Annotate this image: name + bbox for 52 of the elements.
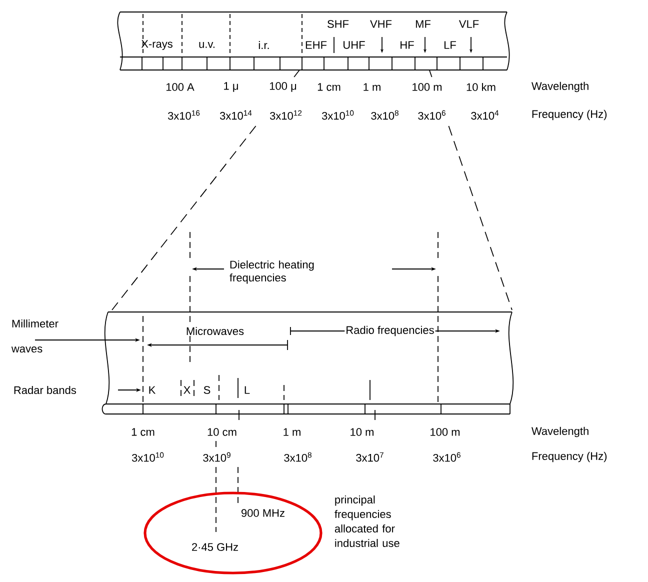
radar-band-label: X (184, 386, 190, 394)
band-name: VHF (370, 20, 392, 28)
frequency-value: 3x10$^{10}$ (132, 452, 164, 462)
band-name: HF (400, 41, 414, 49)
wavelength-value: 10 km (466, 82, 496, 92)
band-name: X-rays (141, 40, 172, 50)
range-label: Radar bands (14, 386, 76, 394)
wavelength-value: 10 m (350, 428, 374, 436)
band-name: SHF (328, 20, 349, 28)
radar-band-label: S (204, 386, 210, 394)
wavelength-value: 1 m (284, 428, 300, 436)
frequency-value: 3x10$^{8}$ (284, 452, 312, 462)
band-name: i.r. (258, 41, 269, 49)
axis-title: Wavelength (532, 426, 588, 438)
wavelength-value: 100 m (412, 83, 442, 91)
range-label: Radio frequencies (344, 324, 436, 338)
band-name: EHF (306, 41, 327, 49)
wavelength-value: 100 A (166, 83, 194, 91)
range-label: Microwaves (184, 326, 246, 336)
radar-band-label: L (244, 386, 250, 394)
frequency-value: 3x10$^{6}$ (418, 110, 446, 120)
frequency-value: 3x10$^{12}$ (270, 110, 302, 120)
range-label: Dielectric heating frequencies (230, 260, 314, 284)
wavelength-value: 100 m (430, 428, 460, 436)
wavelength-value: 10 cm (208, 428, 236, 436)
frequency-value: 3x10$^{10}$ (322, 110, 354, 120)
wavelength-value: 1 μ (224, 82, 238, 92)
axis-title: Frequency (Hz) (532, 452, 607, 462)
axis-title: Frequency (Hz) (532, 110, 607, 120)
band-name: UHF (344, 41, 365, 49)
wavelength-value: 1 cm (318, 83, 340, 91)
frequency-value: 3x10$^{9}$ (203, 452, 230, 462)
wavelength-value: 1 cm (132, 428, 154, 436)
frequency-value: 3x10$^{4}$ (471, 110, 499, 120)
band-name: u.v. (199, 42, 214, 48)
band-name: LF (444, 41, 456, 49)
highlight-ellipse (144, 492, 322, 574)
axis-title: Wavelength (532, 82, 588, 92)
frequency-value: 3x10$^{7}$ (356, 452, 384, 462)
radar-band-label: K (149, 386, 156, 394)
note-text: principal frequencies allocated for industrial use (334, 495, 400, 548)
frequency-value: 3x10$^{8}$ (371, 110, 398, 120)
frequency-value: 3x10$^{16}$ (168, 110, 200, 120)
wavelength-value: 1 m (364, 83, 380, 91)
frequency-value: 900 MHz (242, 509, 284, 517)
band-name: MF (416, 20, 430, 28)
range-label: Millimeter waves (11, 319, 58, 353)
wavelength-value: 100 μ (270, 82, 296, 92)
frequency-value: 3x10$^{6}$ (433, 452, 460, 462)
frequency-value: 3x10$^{14}$ (220, 110, 252, 120)
band-name: VLF (458, 20, 479, 28)
frequency-value: 2·45 GHz (192, 543, 238, 551)
